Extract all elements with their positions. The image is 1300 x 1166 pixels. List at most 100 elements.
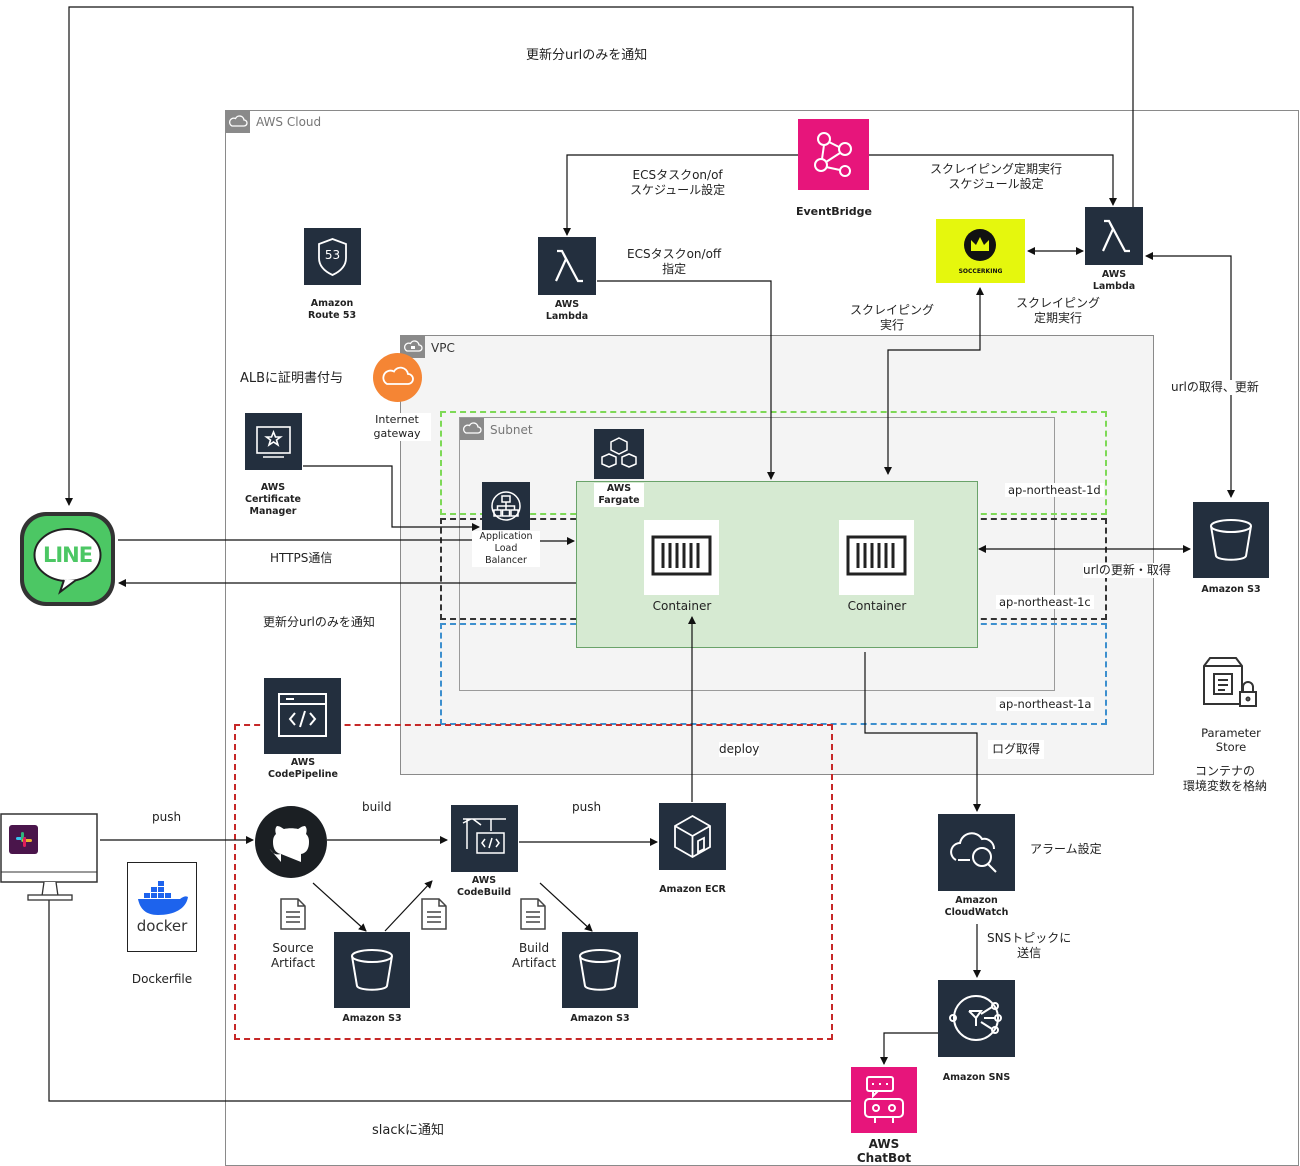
internet-gateway-icon [373,353,422,402]
codepipeline-box [234,724,833,1040]
s3-source-icon [334,932,410,1008]
edge-lambdamid-container [597,280,775,480]
codebuild-icon [451,805,518,872]
build-artifact-doc-icon [518,897,548,931]
s3-build-label: Amazon S3 [570,1013,630,1024]
dockerfile-label: Dockerfile [131,972,193,986]
edge-chatbot-pc [45,883,852,1102]
pc-monitor [0,812,100,902]
source-artifact-doc-icon [278,897,308,931]
parameter-store-icon [1200,654,1262,714]
edge-lambda-line [65,6,1134,506]
label-deploy: deploy [719,742,760,757]
github-icon [255,806,327,878]
cloudwatch-icon [938,814,1015,891]
edge-acm-alb [303,465,480,531]
edge-codebuild-s3build [539,882,593,932]
vpc-label: VPC [431,341,455,355]
subnet-label: Subnet [490,423,533,437]
label-push2: push [572,800,602,815]
slack-icon [9,825,38,854]
label-alarm: アラーム設定 [1030,842,1102,857]
label-url-get-update: urlの取得、更新 [1171,380,1259,395]
s3-right-icon [1193,502,1269,578]
label-push1: push [152,810,182,825]
edge-github-s3src [312,882,367,932]
container-2-label: Container [847,599,907,613]
lambda-middle-icon [538,237,596,295]
sns-label: Amazon SNS [942,1072,1011,1083]
certificate-manager-icon [245,413,302,470]
container-1-label: Container [652,599,712,613]
label-scraping-schedule: スクレイピング定期実行スケジュール設定 [930,162,1063,192]
label-scraping-exec: スクレイピング実行 [850,303,935,333]
lambda-top-right-icon [1085,207,1143,265]
chatbot-icon [851,1067,917,1133]
label-slack-notify: slackに通知 [372,1123,445,1138]
sns-icon [938,980,1015,1057]
az-1a-label: ap-northeast-1a [996,697,1095,711]
fargate-icon [594,429,644,479]
route53-icon: 53 [304,228,361,285]
az-1d-label: ap-northeast-1d [1005,483,1104,497]
label-scraping-periodic: スクレイピング定期実行 [1016,296,1101,326]
route53-badge: 53 [324,248,341,262]
label-alb-cert: ALBに証明書付与 [240,371,344,386]
codepipeline-icon [264,678,341,754]
docker-logo: docker [127,862,197,952]
aws-cloud-label: AWS Cloud [256,115,322,129]
s3-build-icon [562,932,638,1008]
edge-lambda-s3 [1145,252,1235,498]
eventbridge-icon [798,119,869,190]
soccerking-text: SOCCERKING [958,268,1003,275]
edge-sns-chatbot [880,1032,939,1065]
label-container-env: コンテナの環境変数を格納 [1183,764,1268,794]
ecr-icon [659,803,726,870]
az-1c-label: ap-northeast-1c [996,595,1094,609]
label-notify-mid: 更新分urlのみを通知 [263,615,375,630]
edge-s3src-codebuild [384,880,433,932]
edge-eb-lambda-tr [868,154,1117,206]
subnet-icon [460,418,484,440]
label-https: HTTPS通信 [270,551,333,566]
container-1 [644,520,719,595]
s3-source-label: Amazon S3 [342,1013,402,1024]
ecr-label: Amazon ECR [659,884,726,895]
line-app-icon: LINE [20,512,115,606]
codebuild-input-doc-icon [419,897,449,931]
edge-soccer-container [884,287,984,475]
eventbridge-label: EventBridge [795,205,873,218]
subnet-group [459,417,1055,691]
edge-eb-lambda-mid [563,154,800,236]
docker-text: docker [136,917,188,935]
alb-icon [482,482,530,530]
vpc-icon [401,336,425,358]
label-notify-top: 更新分urlのみを通知 [526,48,648,63]
container-2 [839,520,914,595]
line-text: LINE [42,543,93,567]
label-sns-topic: SNSトピックに送信 [987,931,1072,961]
s3-right-label: Amazon S3 [1201,584,1261,595]
label-url-update-get: urlの更新・取得 [1083,563,1171,578]
edge-container-cloudwatch [864,652,981,812]
label-log: ログ取得 [988,740,1045,759]
aws-cloud-icon [226,111,250,133]
label-build: build [362,800,392,815]
